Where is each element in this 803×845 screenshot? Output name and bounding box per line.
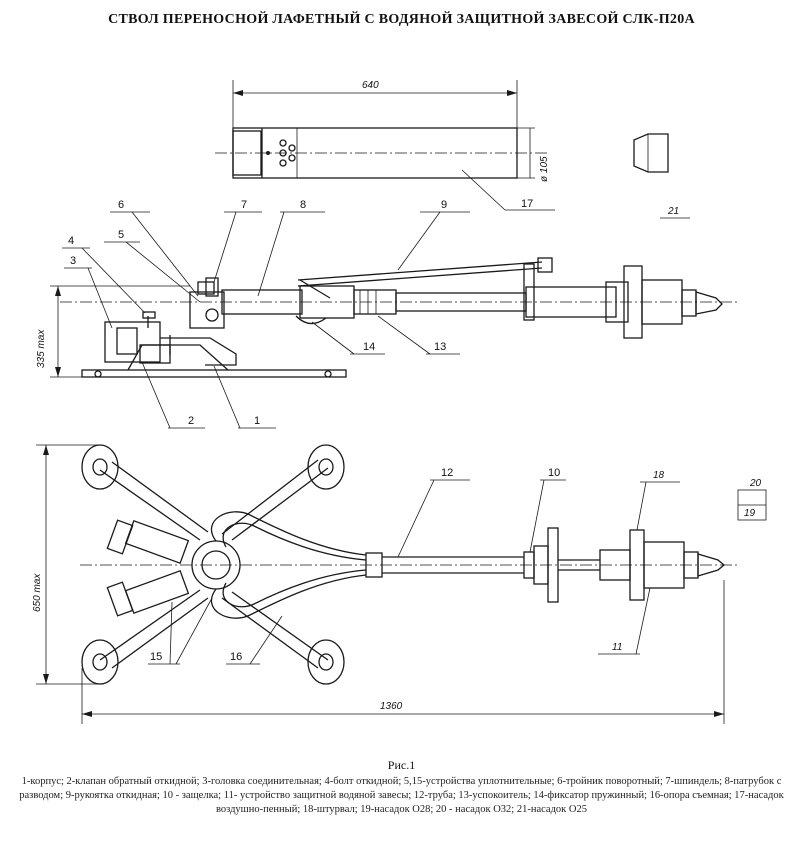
label-part-13: 13 [434, 341, 446, 353]
label-part-15: 15 [150, 651, 162, 663]
label-part-5: 5 [118, 229, 124, 241]
support-pads [81, 444, 345, 685]
dimension-650-max: 650 max [32, 573, 43, 612]
technical-drawing: 640 ø 105 17 21 [32, 80, 767, 724]
label-part-12: 12 [441, 467, 453, 479]
label-part-1: 1 [254, 415, 260, 427]
dimension-diameter-105: ø 105 [539, 156, 550, 182]
label-part-21: 21 [667, 206, 679, 217]
figure-caption: Рис.1 [387, 758, 416, 772]
label-part-19: 19 [744, 508, 756, 519]
label-part-11: 11 [612, 642, 622, 653]
plan-view: 650 max 1360 12 10 18 11 15 16 20 19 [32, 444, 767, 724]
label-part-7: 7 [241, 199, 247, 211]
parts-legend: 1-корпус; 2-клапан обратный откидной; 3-… [19, 776, 784, 815]
label-part-20: 20 [749, 478, 762, 489]
dimension-335-max: 335 max [36, 329, 47, 368]
label-part-16: 16 [230, 651, 242, 663]
dimension-1360: 1360 [380, 701, 403, 712]
label-part-8: 8 [300, 199, 306, 211]
label-part-6: 6 [118, 199, 124, 211]
label-part-18: 18 [653, 470, 665, 481]
label-part-9: 9 [441, 199, 447, 211]
label-part-4: 4 [68, 235, 74, 247]
dimension-640: 640 [362, 80, 379, 91]
label-part-10: 10 [548, 467, 560, 479]
page-title: СТВОЛ ПЕРЕНОСНОЙ ЛАФЕТНЫЙ С ВОДЯНОЙ ЗАЩИ… [108, 12, 695, 27]
side-view: 335 max 6 7 8 9 5 4 3 2 1 14 1 [36, 199, 740, 429]
label-part-17: 17 [521, 198, 533, 210]
label-part-14: 14 [363, 341, 375, 353]
label-part-3: 3 [70, 255, 76, 267]
label-part-2: 2 [188, 415, 194, 427]
nozzle-17-view: 640 ø 105 17 21 [215, 80, 690, 219]
